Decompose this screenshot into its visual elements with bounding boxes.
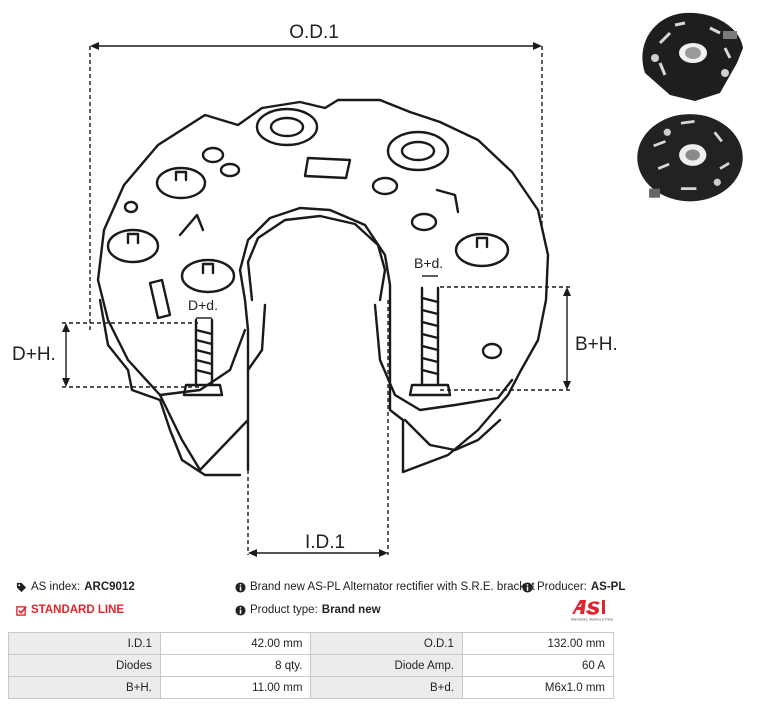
product-info: AS index: ARC9012 STANDARD LINE Brand ne… bbox=[0, 575, 759, 625]
product-photo-bottom bbox=[637, 114, 743, 202]
bh-label: B+H. bbox=[575, 334, 618, 355]
description: Brand new AS-PL Alternator rectifier wit… bbox=[235, 581, 535, 593]
check-icon bbox=[16, 605, 27, 616]
product-type-label: Product type: bbox=[250, 604, 318, 616]
rectifier-outline bbox=[96, 98, 550, 474]
table-row: B+H. 11.00 mm B+d. M6x1.0 mm bbox=[8, 676, 615, 699]
spec-table: I.D.1 42.00 mm O.D.1 132.00 mm Diodes 8 … bbox=[8, 632, 615, 699]
spec-key: O.D.1 bbox=[310, 632, 463, 655]
producer: Producer: AS-PL bbox=[522, 581, 625, 593]
spec-value: 60 A bbox=[461, 654, 615, 677]
rectifier-technical-drawing: O.D.1 I.D.1 D+H. D+d. B+H. B+d. bbox=[12, 22, 618, 557]
od-label: O.D.1 bbox=[289, 22, 339, 43]
spec-value: 42.00 mm bbox=[159, 632, 312, 655]
as-index-label: AS index: bbox=[31, 581, 81, 593]
standard-line: STANDARD LINE bbox=[16, 604, 124, 616]
info-icon bbox=[235, 604, 246, 616]
product-photo-top bbox=[642, 12, 743, 101]
bd-label: B+d. bbox=[414, 255, 443, 271]
as-index-value: ARC9012 bbox=[84, 581, 135, 593]
spec-key: I.D.1 bbox=[8, 632, 161, 655]
as-index: AS index: ARC9012 bbox=[16, 581, 135, 593]
dh-label: D+H. bbox=[12, 344, 56, 365]
producer-label: Producer: bbox=[537, 581, 587, 593]
spec-value: M6x1.0 mm bbox=[461, 676, 615, 699]
as-pl-logo: Alternators, Starters & Parts bbox=[571, 600, 614, 622]
logo-subtitle: Alternators, Starters & Parts bbox=[571, 618, 614, 622]
table-row: Diodes 8 qty. Diode Amp. 60 A bbox=[8, 654, 615, 677]
spec-value: 132.00 mm bbox=[461, 632, 615, 655]
spec-value: 11.00 mm bbox=[159, 676, 312, 699]
spec-value: 8 qty. bbox=[159, 654, 312, 677]
spec-key: B+d. bbox=[310, 676, 463, 699]
info-icon bbox=[522, 581, 533, 593]
table-row: I.D.1 42.00 mm O.D.1 132.00 mm bbox=[8, 632, 615, 655]
standard-line-label: STANDARD LINE bbox=[31, 604, 125, 616]
spec-key: B+H. bbox=[8, 676, 161, 699]
tag-icon bbox=[16, 582, 27, 592]
product-type-value: Brand new bbox=[321, 604, 381, 616]
spec-key: Diode Amp. bbox=[310, 654, 463, 677]
description-text: Brand new AS-PL Alternator rectifier wit… bbox=[250, 581, 535, 593]
id-label: I.D.1 bbox=[305, 532, 345, 553]
info-icon bbox=[235, 581, 246, 593]
spec-key: Diodes bbox=[8, 654, 161, 677]
dd-label: D+d. bbox=[188, 297, 218, 313]
producer-value: AS-PL bbox=[590, 581, 626, 593]
product-type: Product type: Brand new bbox=[235, 604, 381, 616]
